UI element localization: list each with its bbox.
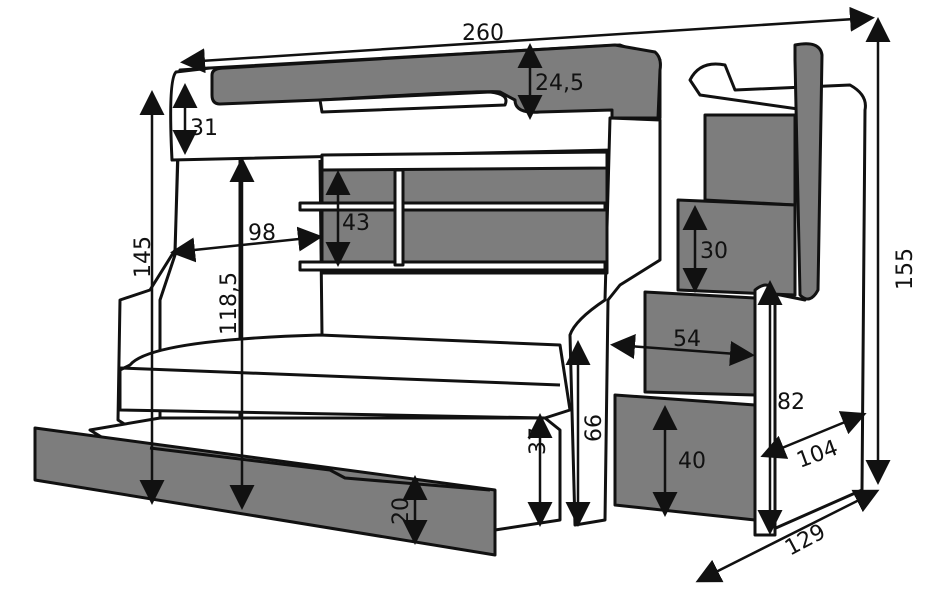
stair-front-panel bbox=[753, 283, 777, 537]
label-bottom-step-height: 40 bbox=[678, 449, 706, 474]
label-step-depth: 54 bbox=[673, 327, 701, 352]
mattress-edge bbox=[119, 366, 561, 387]
shelf-divider bbox=[393, 168, 405, 267]
label-drawer-height: 20 bbox=[389, 497, 414, 525]
label-shelf-height: 43 bbox=[342, 211, 370, 236]
step-1 bbox=[703, 113, 797, 207]
label-lower-bed-height: 37 bbox=[526, 427, 551, 455]
shelf-back bbox=[320, 166, 609, 275]
right-end-panel bbox=[568, 116, 662, 527]
shelf-board-bottom bbox=[298, 260, 607, 272]
label-top-rail-height: 24,5 bbox=[535, 71, 584, 96]
dimension-lines bbox=[139, 6, 891, 583]
label-stair-height: 82 bbox=[777, 390, 805, 415]
label-panel-height: 66 bbox=[582, 414, 607, 442]
label-step-height: 30 bbox=[700, 239, 728, 264]
stair-handrail bbox=[793, 42, 824, 301]
label-total-height: 155 bbox=[893, 248, 918, 290]
shelf-board-top bbox=[298, 201, 607, 212]
label-top-gap: 31 bbox=[190, 116, 218, 141]
label-left-height: 145 bbox=[131, 236, 156, 278]
label-shelf-width: 98 bbox=[248, 221, 276, 246]
shelf-top-light bbox=[320, 150, 609, 172]
label-inner-height: 118,5 bbox=[217, 272, 242, 335]
rail-slot bbox=[318, 90, 508, 114]
label-total-depth: 129 bbox=[781, 520, 830, 562]
label-total-width: 260 bbox=[462, 21, 504, 46]
